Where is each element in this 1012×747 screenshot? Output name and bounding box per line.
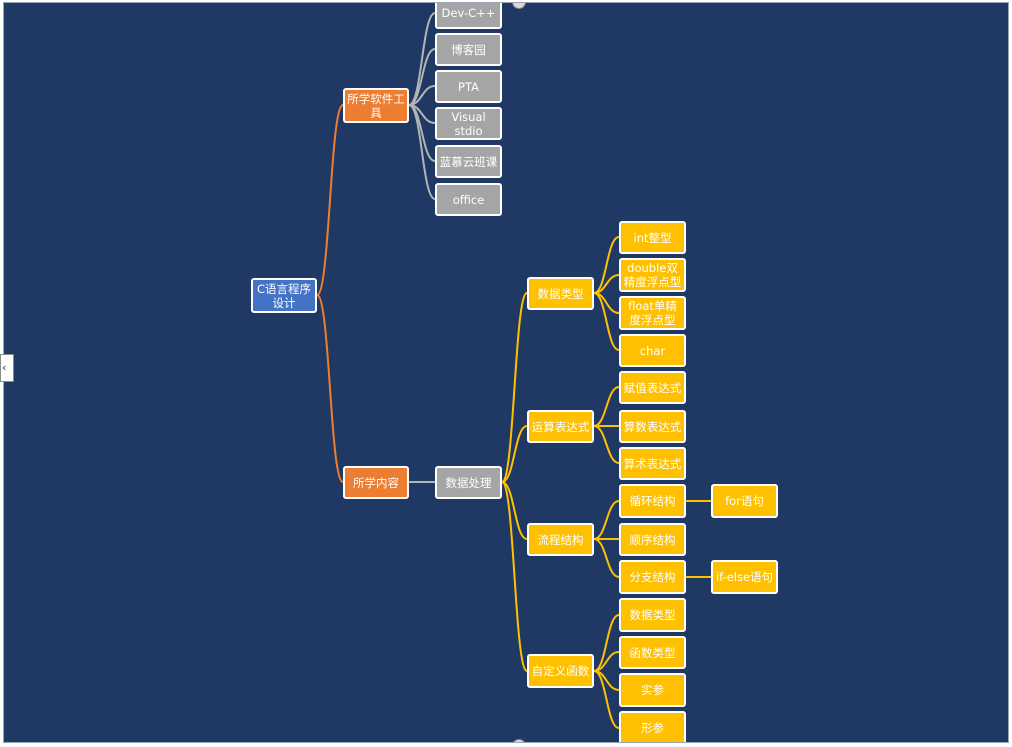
connector-root-content: [316, 294, 344, 483]
flow-loop[interactable]: 循环结构: [619, 484, 686, 518]
data-type-item[interactable]: char: [619, 334, 686, 367]
expression-item[interactable]: 算数表达式: [619, 410, 686, 443]
flow-sequence[interactable]: 顺序结构: [619, 523, 686, 556]
branch-learned-content[interactable]: 所学内容: [343, 466, 409, 499]
connector-processing-topic: [501, 425, 528, 483]
connector-processing-topic: [501, 292, 528, 483]
root-node[interactable]: C语言程序设计: [251, 278, 317, 313]
tool-item[interactable]: Dev-C++: [435, 3, 502, 29]
function-item[interactable]: 数据类型: [619, 598, 686, 632]
connector-expression-item: [593, 425, 620, 464]
branch-software-tools[interactable]: 所学软件工具: [343, 88, 409, 123]
flow-loop-for[interactable]: for语句: [711, 484, 778, 518]
topic-expressions[interactable]: 运算表达式: [527, 410, 594, 443]
data-type-item[interactable]: double双精度浮点型: [619, 258, 686, 292]
connector-function-item: [593, 614, 620, 672]
flow-branch[interactable]: 分支结构: [619, 560, 686, 594]
data-type-item[interactable]: float单精度浮点型: [619, 296, 686, 330]
connector-processing-topic: [501, 481, 528, 672]
data-type-item[interactable]: int整型: [619, 221, 686, 254]
topic-custom-functions[interactable]: 自定义函数: [527, 654, 594, 688]
connector-flow-item: [593, 500, 620, 540]
connector-processing-topic: [501, 481, 528, 540]
function-item[interactable]: 形参: [619, 711, 686, 742]
topic-flow-structure[interactable]: 流程结构: [527, 523, 594, 556]
connector-expression-item: [593, 386, 620, 427]
connector-root-tools: [316, 104, 344, 296]
connector-function-item: [593, 670, 620, 729]
expression-item[interactable]: 算术表达式: [619, 447, 686, 480]
chevron-left-icon: ‹: [2, 361, 7, 374]
tool-item[interactable]: office: [435, 183, 502, 216]
connector-datatype-item: [593, 292, 620, 351]
collapse-tab[interactable]: ‹: [0, 354, 14, 382]
tool-item[interactable]: Visual stdio: [435, 107, 502, 140]
connector-tool-item: [408, 12, 436, 106]
connector-datatype-item: [593, 236, 620, 294]
data-processing-node[interactable]: 数据处理: [435, 466, 502, 499]
connector-tool-item: [408, 104, 436, 200]
flow-branch-ifelse[interactable]: if-else语句: [711, 560, 778, 594]
topic-data-types[interactable]: 数据类型: [527, 277, 594, 310]
mindmap-canvas: C语言程序设计 所学软件工具 Dev-C++ 博客园 PTA Visual st…: [3, 2, 1009, 743]
tool-item[interactable]: 蓝慕云班课: [435, 145, 502, 178]
tool-item[interactable]: 博客园: [435, 33, 502, 66]
function-item[interactable]: 实参: [619, 673, 686, 707]
tool-item[interactable]: PTA: [435, 70, 502, 103]
function-item[interactable]: 函数类型: [619, 636, 686, 669]
connector-flow-item: [593, 538, 620, 578]
connector-lines: [316, 12, 711, 729]
expression-item[interactable]: 赋值表达式: [619, 371, 686, 404]
